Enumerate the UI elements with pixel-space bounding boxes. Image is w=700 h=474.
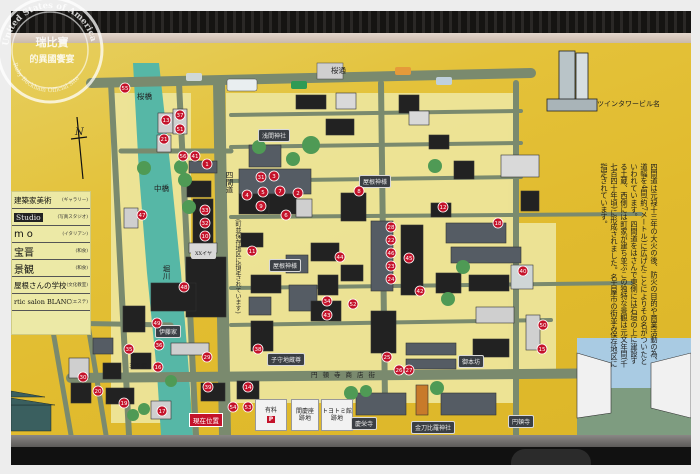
vehicles [186, 62, 452, 92]
legend-row: Studio (写真スタジオ) [12, 209, 90, 226]
watermark-center-2: 的異國饗宴 [29, 53, 74, 65]
legend-name: 宝晋 [14, 247, 34, 259]
map-board: 桜通 桜橋 中橋 五条橋 堀川 四間道 (町並保存地区に指定されています) 円頓… [11, 43, 691, 435]
legend-category: (和食) [75, 266, 88, 271]
lot-former-toyotomi: トヨトミ館 跡地 [321, 399, 353, 431]
place-tag-konpira-shrine: 金刀比羅神社 [411, 421, 456, 434]
legend-row: mo (イタリアン) [12, 226, 90, 243]
north-arrow [70, 116, 88, 180]
legend-name: mo [14, 228, 36, 240]
bridge-label-sakura: 桜橋 [137, 92, 152, 101]
castle-drawing [11, 390, 56, 432]
legend-name: Studio [14, 212, 43, 222]
legend-name: 景観 [14, 264, 34, 276]
place-tag-shop: XXイヤ [191, 248, 216, 259]
legend-category: (イタリアン) [62, 232, 88, 237]
description-text: 四間道は元禄十三年の大火の後、防火の目的や商業活動の為、道幅を4間(約7メートル… [600, 163, 659, 368]
legend-row: 屋根さんの学校(文化教室) [12, 277, 90, 294]
lot-former-theater-label: 間慶座 [295, 407, 314, 415]
street-label-sakura: 桜通 [331, 66, 346, 75]
watermark-stamp: United States of America Ruby Beckham Of… [0, 0, 104, 104]
svg-text:Ruby Beckham Official Site: Ruby Beckham Official Site [11, 62, 81, 94]
legend-category: (和食) [75, 249, 88, 254]
trees [127, 136, 470, 421]
canal [133, 63, 193, 435]
parking-icon: P [266, 416, 276, 424]
bridge-label-gojo: 五条橋 [129, 363, 148, 370]
lot-former-theater: 間慶座 跡地 [291, 399, 319, 431]
street-label-shikenmichi: 四間道 [225, 171, 234, 194]
legend-category: (エステ) [70, 300, 88, 305]
twin-tower-label: ツインタワービル名 [597, 100, 660, 108]
place-tag-sengen-shrine: 浅間神社 [258, 129, 291, 142]
watermark-center-1: 瑞比寶 [36, 35, 69, 49]
map-drawing [11, 50, 691, 435]
legend-row-empty [12, 311, 90, 327]
handrail-knob [511, 449, 591, 465]
street-note-shikenmichi: (町並保存地区に指定されています) [234, 219, 241, 314]
watermark-inner-text: Ruby Beckham Official Site [11, 62, 81, 94]
board-top-edge [11, 33, 691, 43]
legend-panel: 建築家美術 (ギャラリー) Studio (写真スタジオ) mo (イタリアン) 宝晋… [11, 191, 91, 335]
legend-row: 建築家美術 (ギャラリー) [12, 192, 90, 209]
buildings [68, 92, 541, 420]
north-label: N [75, 127, 84, 138]
place-tag-keieiji: 慶栄寺 [351, 417, 378, 430]
lot-former-theater-sub: 跡地 [298, 415, 311, 422]
current-location-badge: 現在位置 [189, 413, 223, 427]
legend-category: (ギャラリー) [61, 198, 88, 203]
legend-row: rtic salon BLANC(エステ) [12, 294, 90, 311]
place-tag-gohonbo: 御本坊 [458, 355, 485, 368]
place-tag-yane-shrine-1: 屋根神様 [359, 175, 392, 188]
parking-lot-paid-label: 有料 [264, 406, 277, 414]
place-tag-entokuji: 円頓寺 [508, 415, 535, 428]
legend-row: 景観 (和食) [12, 260, 90, 277]
place-tag-ito-house: 伊藤家 [155, 325, 182, 338]
place-tag-yane-shrine-2: 屋根神様 [269, 259, 302, 272]
place-tag-kosodate-jizo: 子守地蔵尊 [267, 353, 306, 366]
board-bottom-edge [11, 435, 691, 447]
parking-lot-paid: 有料 P [255, 399, 287, 431]
twin-tower-drawing [546, 50, 598, 112]
bridge-label-naka: 中橋 [154, 184, 169, 193]
street-sketch-painting [576, 338, 691, 435]
canal-label: 堀川 [162, 265, 171, 280]
legend-category: (写真スタジオ) [57, 215, 88, 220]
legend-row: 宝晋 (和食) [12, 243, 90, 260]
street-label-endoji: 円頓寺商店街 [311, 371, 380, 379]
overhead-panel [11, 11, 691, 33]
photo-frame: 桜通 桜橋 中橋 五条橋 堀川 四間道 (町並保存地区に指定されています) 円頓… [11, 11, 691, 465]
legend-name: 建築家美術 [14, 195, 52, 205]
legend-name: 屋根さんの学校 [14, 280, 67, 290]
legend-name: rtic salon BLANC [14, 298, 71, 306]
lot-former-toyotomi-sub: 跡地 [330, 415, 343, 422]
lot-former-toyotomi-label: トヨトミ館 [322, 407, 353, 415]
legend-category: (文化教室) [66, 283, 88, 288]
